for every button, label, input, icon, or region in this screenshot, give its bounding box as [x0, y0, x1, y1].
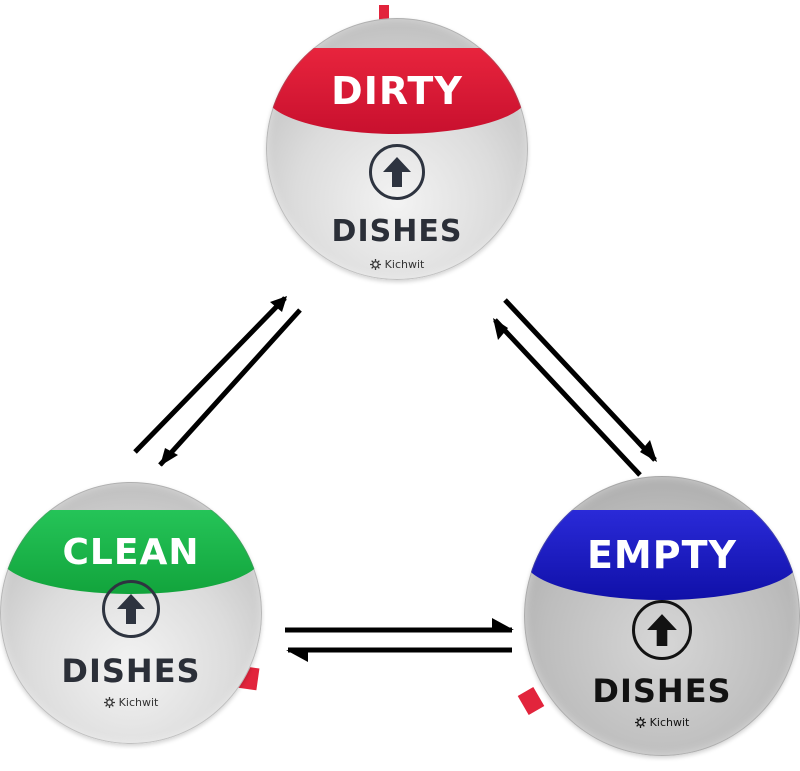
- dishes-label-empty: DISHES: [592, 672, 732, 710]
- brand-clean: Kichwit: [0, 696, 262, 709]
- arrow-clean-to-dirty: [133, 296, 287, 454]
- arrow-pair-dirty-clean: [133, 296, 302, 467]
- brand-name: Kichwit: [649, 716, 690, 729]
- banner-empty-fill: EMPTY: [524, 510, 800, 600]
- magnet-clean: CLEAN DISHES Kichwit: [0, 482, 262, 744]
- banner-clean-fill: CLEAN: [0, 510, 262, 594]
- arrowhead-empty-to-dirty: [493, 318, 508, 340]
- banner-empty: EMPTY: [524, 476, 800, 600]
- arrowhead-clean-to-dirty: [270, 296, 287, 312]
- up-arrow-icon: [369, 144, 425, 200]
- up-arrow-glyph: [383, 157, 411, 187]
- banner-clean: CLEAN: [0, 482, 262, 594]
- brand-name: Kichwit: [384, 258, 425, 271]
- gear-icon: [103, 697, 115, 708]
- up-arrow-icon: [632, 600, 692, 660]
- up-arrow-glyph: [117, 594, 145, 624]
- gear-icon: [369, 259, 381, 270]
- brand-name: Kichwit: [118, 696, 159, 709]
- arrowhead-clean-to-empty: [492, 618, 514, 630]
- status-label-clean: CLEAN: [62, 531, 200, 573]
- gear-icon: [634, 717, 646, 728]
- arrow-empty-to-dirty: [493, 318, 642, 477]
- status-label-dirty: DIRTY: [331, 69, 463, 113]
- brand-empty: Kichwit: [524, 716, 800, 729]
- up-arrow-glyph: [647, 614, 677, 646]
- brand-dirty: Kichwit: [266, 258, 528, 271]
- arrow-pair-clean-empty: [285, 618, 514, 662]
- up-arrow-icon: [102, 580, 160, 638]
- banner-dirty: DIRTY: [266, 18, 528, 134]
- arrow-dirty-to-empty: [503, 298, 657, 462]
- arrow-pair-dirty-empty: [493, 298, 657, 477]
- magnet-tab-dirty: [379, 5, 389, 25]
- status-label-empty: EMPTY: [586, 533, 738, 577]
- arrowhead-empty-to-clean: [286, 650, 308, 662]
- dishes-label-clean: DISHES: [61, 652, 201, 690]
- arrowhead-dirty-to-empty: [640, 440, 657, 462]
- magnet-dirty: DIRTY DISHES Kichwit: [266, 18, 528, 280]
- banner-dirty-fill: DIRTY: [266, 48, 528, 134]
- magnet-empty: EMPTY DISHES Kichwit: [524, 476, 800, 756]
- arrowhead-dirty-to-clean: [160, 448, 178, 466]
- arrow-dirty-to-clean: [158, 308, 302, 467]
- dishes-label-dirty: DISHES: [331, 214, 463, 249]
